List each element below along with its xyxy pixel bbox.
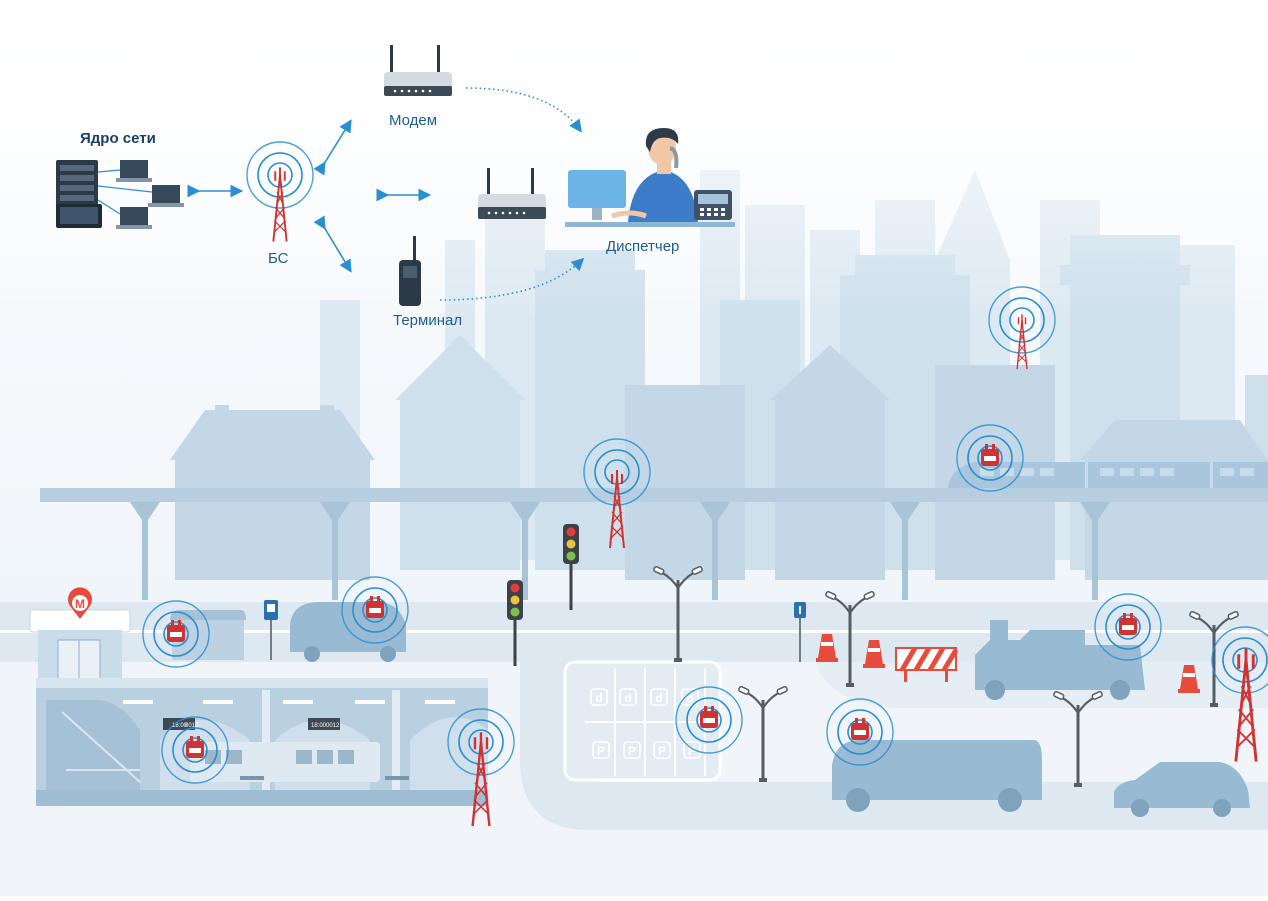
train-icon — [948, 462, 1268, 488]
dispatcher-label: Диспетчер — [606, 238, 680, 255]
board-number: 0012 — [326, 723, 340, 729]
road-barrier-icon — [895, 646, 959, 682]
metro-icon: М — [68, 587, 92, 619]
laptop-icon — [97, 160, 184, 229]
disabled-label: d — [595, 691, 602, 705]
parking-label: P — [658, 744, 666, 758]
metro-letter: М — [75, 597, 85, 611]
bs-label: БС — [268, 250, 289, 267]
parking-label: P — [688, 744, 696, 758]
disabled-label: d — [655, 691, 662, 705]
metro-train — [190, 742, 380, 782]
tractor-icon — [975, 620, 1145, 700]
radio-terminal-handheld-icon — [399, 236, 421, 306]
parking-icon — [592, 741, 701, 759]
elevated-track — [40, 488, 1268, 600]
terminal-label: Терминал — [393, 312, 463, 329]
server-rack-icon — [56, 160, 102, 228]
parking-label: P — [628, 744, 636, 758]
info-sign — [794, 602, 806, 662]
core-label: Ядро сети — [80, 130, 156, 147]
disabled-label: d — [624, 691, 631, 705]
disabled-parking-icon — [590, 688, 699, 706]
board-time: 18:00 — [172, 723, 188, 729]
parking-lot: d d d d P P P P — [585, 668, 720, 776]
modem-icon — [384, 45, 452, 96]
metro-entrance: М — [29, 587, 131, 681]
router-icon — [478, 168, 546, 219]
board-number: 0012 — [185, 723, 199, 729]
parking-label: P — [597, 744, 605, 758]
board-time: 18:00 — [311, 723, 327, 729]
metro-station: 18:00 0012 18:00 0012 — [36, 678, 488, 806]
info-board: 18:00 0012 18:00 0012 — [163, 718, 340, 730]
car-icon — [1114, 762, 1250, 817]
dispatcher-icon — [565, 128, 735, 227]
connection-arrows — [187, 87, 585, 301]
modem-label: Модем — [389, 112, 438, 129]
disabled-label: d — [686, 691, 693, 705]
